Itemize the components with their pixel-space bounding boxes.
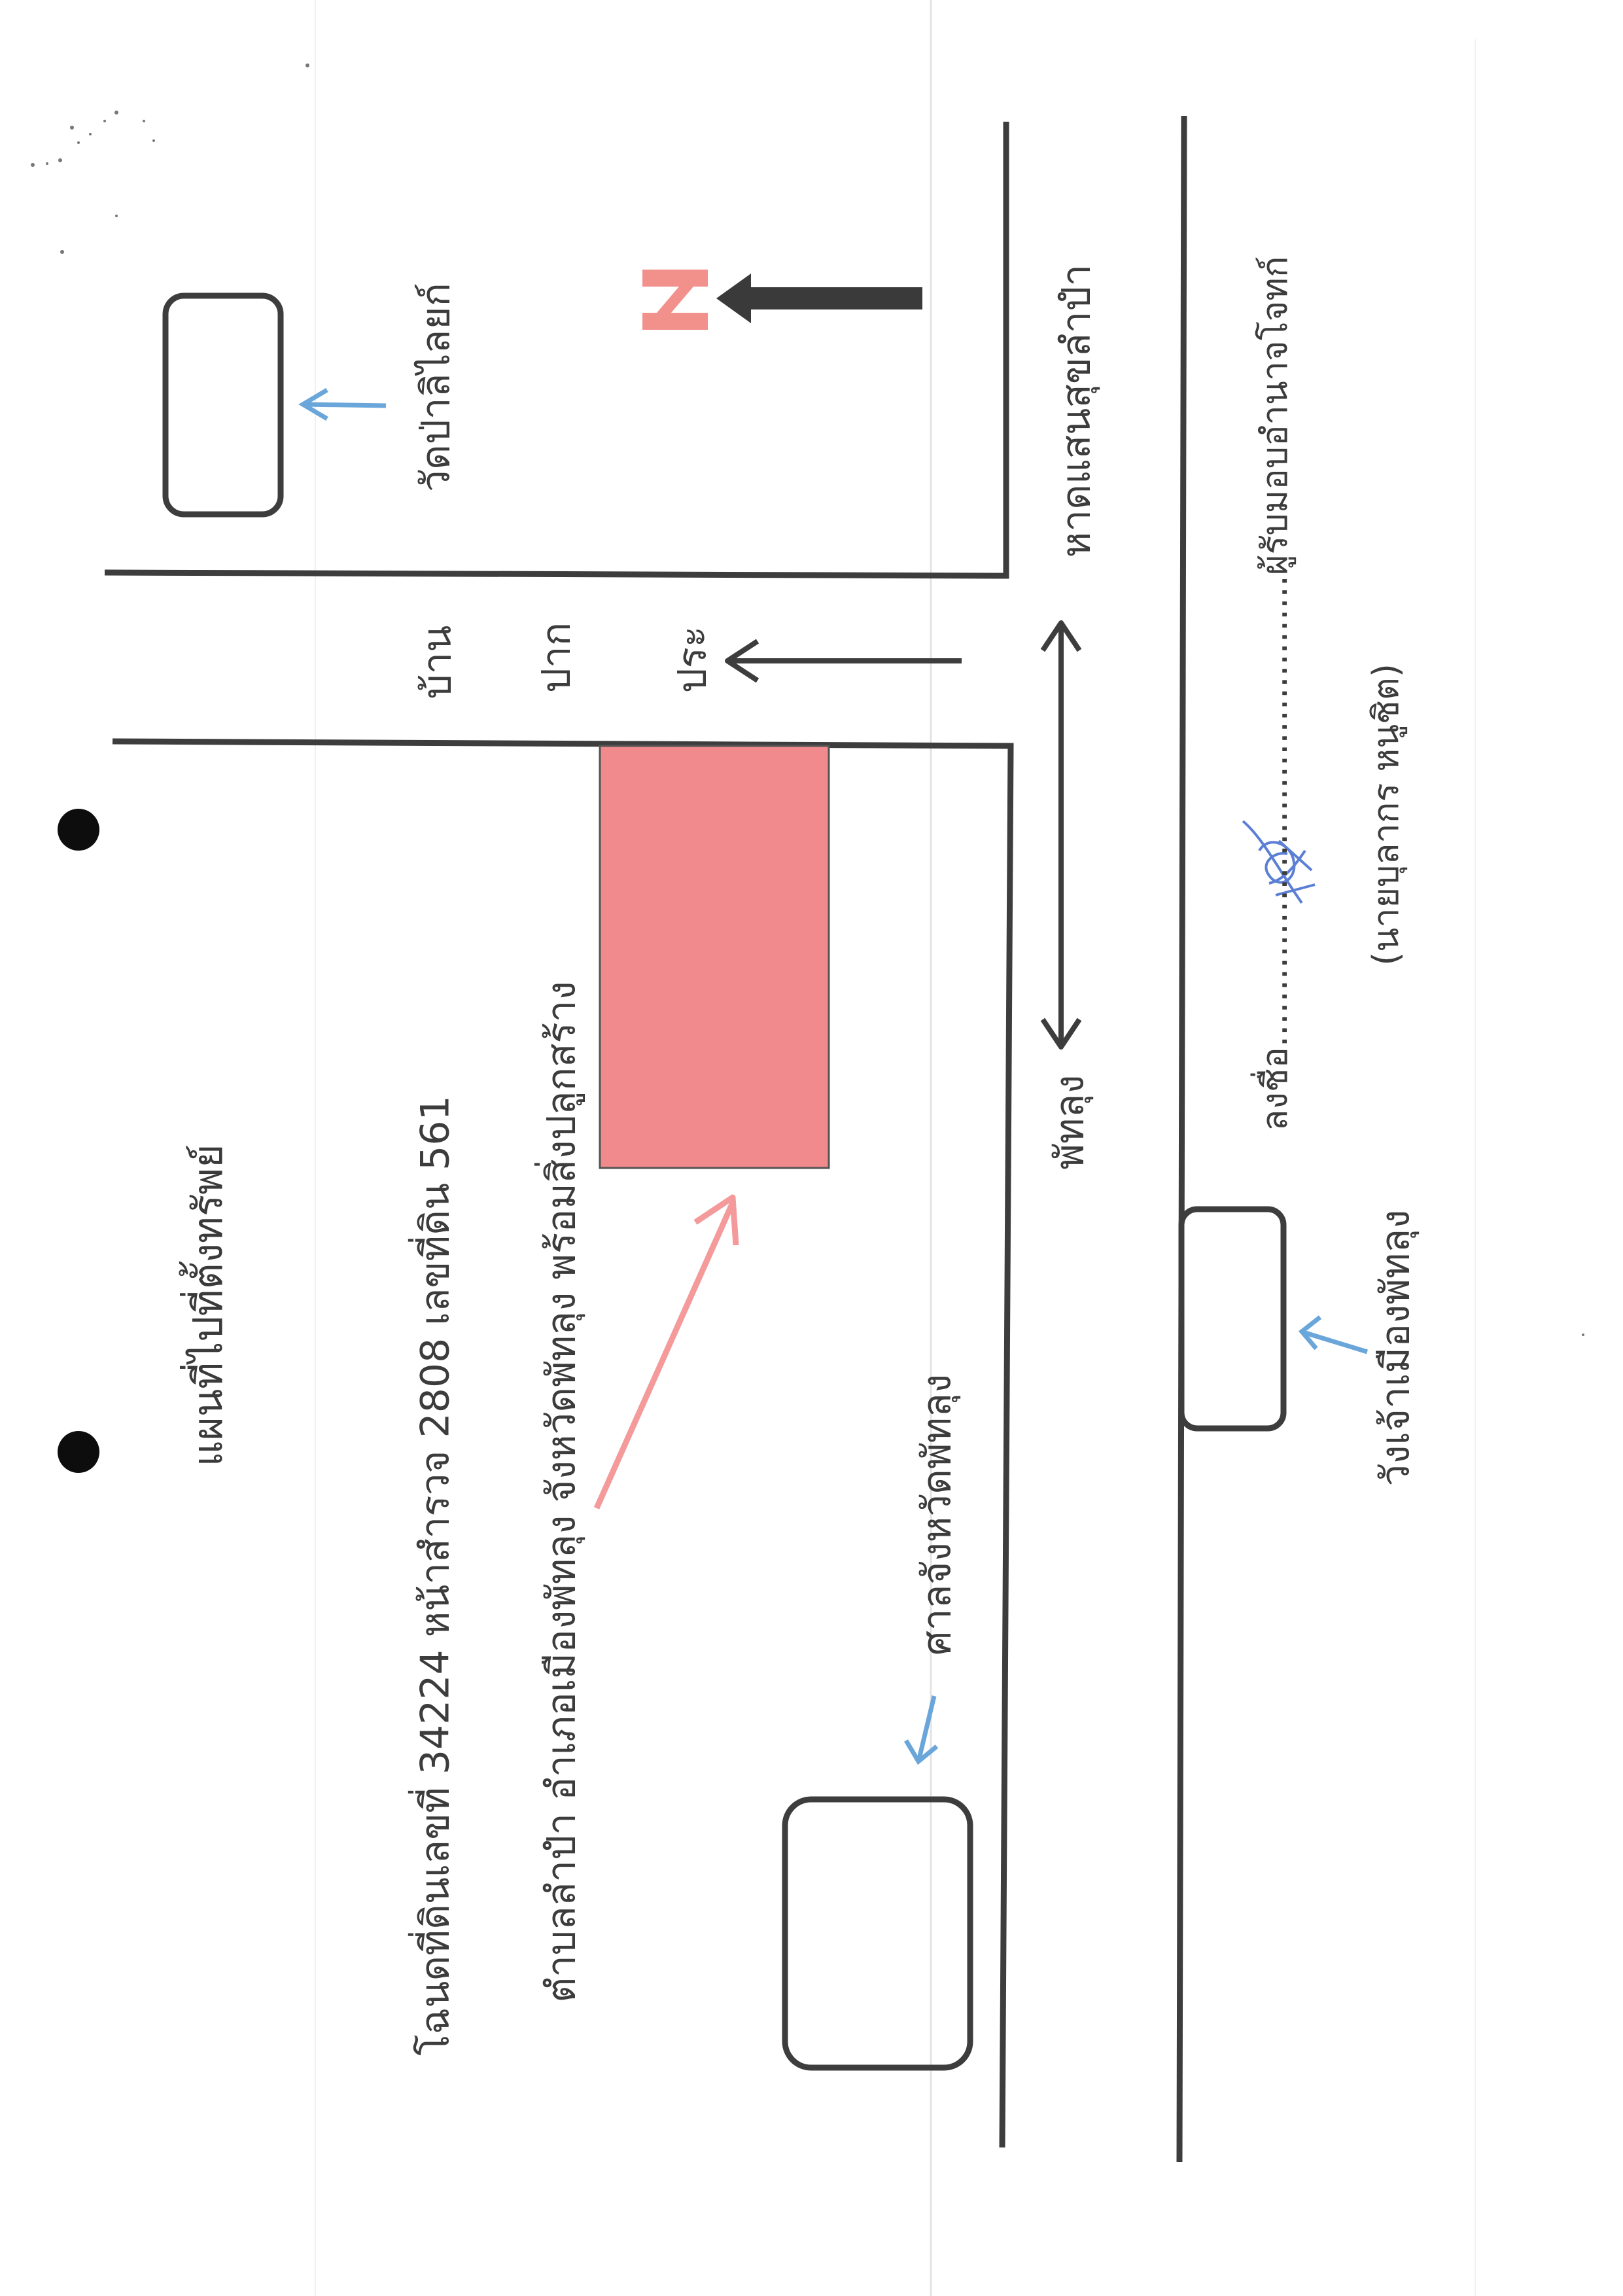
road-bottom-side (112, 738, 1014, 2148)
location-line: ตำบลลำปำ อำเภอเมืองพัทลุง จังหวัดพัทลุง … (538, 981, 585, 2003)
direction-arrow-road-vertical (1040, 620, 1082, 1050)
property-pointer-arrow (593, 1194, 739, 1510)
palace-box (1178, 1206, 1287, 1432)
road-label-pra: ประ (669, 626, 716, 694)
signature-line: ลงชื่อ..................................… (1254, 256, 1295, 1131)
property-parcel (599, 745, 830, 1169)
road-top-side (104, 122, 1009, 579)
court-box (782, 1796, 973, 2071)
court-arrow (903, 1695, 939, 1765)
north-arrow (716, 274, 922, 323)
palace-arrow (1298, 1315, 1369, 1354)
scan-speckles (31, 63, 1584, 1336)
road-label-pak: ปาก (533, 622, 580, 694)
road-label-beach: หาดแสนสุขลำปำ (1053, 264, 1100, 558)
main-road-line (1176, 115, 1187, 2163)
signature-scribble (1242, 820, 1316, 904)
temple-label: วัดป่าลิไลยก์ (413, 283, 459, 492)
direction-arrow-pakpra (725, 639, 962, 683)
road-label-ban: บ้าน (414, 625, 461, 699)
punch-hole-bottom (58, 1431, 99, 1473)
land-deed-line: โฉนดที่ดินเลขที่ 34224 หน้าสำรวจ 2808 เล… (412, 1095, 459, 2056)
road-label-city: พัทลุง (1047, 1074, 1093, 1170)
palace-label: วังเจ้าเมืองพัทลุง (1372, 1209, 1419, 1487)
punch-hole-top (58, 809, 99, 851)
north-letter (642, 270, 708, 330)
temple-box (162, 292, 284, 518)
temple-arrow (298, 387, 387, 421)
signer-name: (นายบุลากร หนูชิต) (1365, 663, 1406, 966)
court-label: ศาลจังหวัดพัทลุง (914, 1373, 960, 1656)
document-title: แผนที่ไปที่ตั้งทรัพย์ (184, 1144, 232, 1467)
